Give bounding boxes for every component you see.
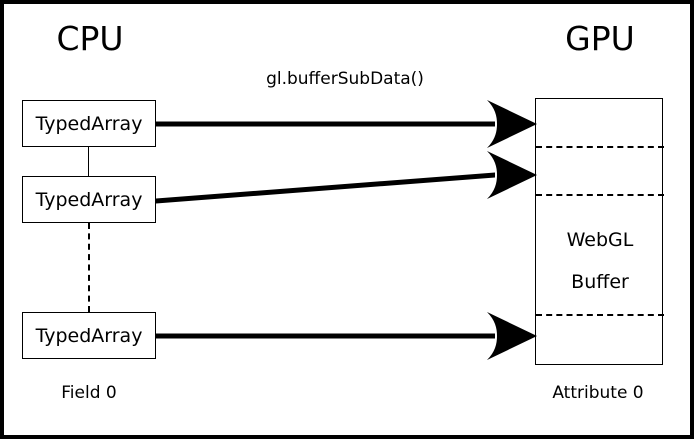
buffer-label-line-2: Buffer xyxy=(571,271,629,293)
api-call-label: gl.bufferSubData() xyxy=(266,69,424,89)
caption-attribute-0: Attribute 0 xyxy=(552,383,644,403)
typed-array-box-0: TypedArray xyxy=(22,100,156,147)
caption-field-0: Field 0 xyxy=(61,383,117,403)
webgl-buffer-box: WebGL Buffer xyxy=(535,98,664,365)
connector-dashed-box1-box2 xyxy=(88,223,90,312)
buffer-label-line-1: WebGL xyxy=(566,229,634,251)
buffer-divider-0 xyxy=(536,146,664,148)
connector-solid-box0-box1 xyxy=(88,147,89,177)
typed-array-box-2: TypedArray xyxy=(22,312,156,359)
buffer-divider-1 xyxy=(536,194,664,196)
buffer-divider-2 xyxy=(536,314,664,316)
gpu-title: GPU xyxy=(565,19,635,58)
typed-array-box-1: TypedArray xyxy=(22,176,156,223)
cpu-title: CPU xyxy=(56,19,124,58)
